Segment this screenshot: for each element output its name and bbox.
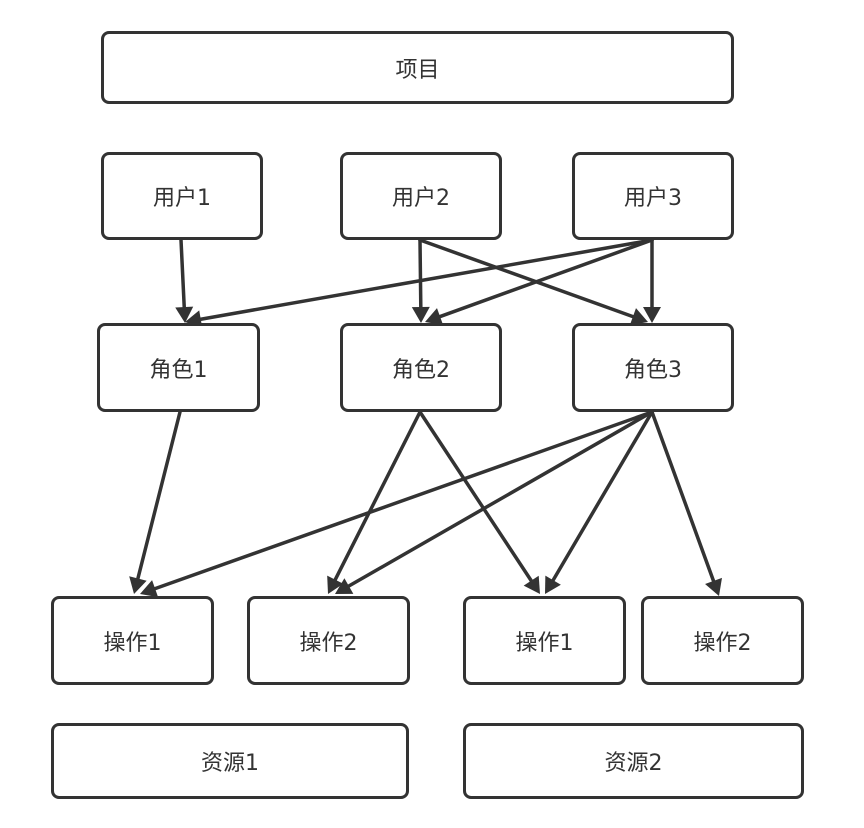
role-1-label: 角色1 [149,357,208,383]
operation-1-resource-2-label: 操作1 [515,630,574,656]
operation-2-resource-2-box: 操作2 [641,596,804,685]
resource-2-label: 资源2 [604,751,663,776]
role-3-label: 角色3 [624,357,682,383]
arrowhead-role1-to-op1a [129,576,147,594]
arrowhead-user3-to-role3 [643,307,661,323]
resource-1-box: 资源1 [51,723,409,799]
role-2-box: 角色2 [340,323,502,412]
operation-1-resource-1-box: 操作1 [51,596,214,685]
arrowhead-role2-to-op1b [523,575,540,594]
arrowhead-role3-to-op1b [545,575,561,594]
role-1-box: 角色1 [97,323,260,412]
operation-2-resource-1-box: 操作2 [247,596,410,685]
edge-role1-to-op1a [136,410,182,581]
operation-1-resource-1-label: 操作1 [103,630,162,656]
arrowhead-role3-to-op1a [140,580,159,598]
resource-2-box: 资源2 [463,723,804,799]
arrowhead-user1-to-role1 [175,306,194,323]
edge-user1-to-role1 [179,238,186,309]
operation-2-resource-1-label: 操作2 [299,630,358,656]
arrowhead-role3-to-op2b [705,577,722,596]
arrowhead-role3-to-op2a [335,578,354,594]
edge-role3-to-op2b [650,410,716,583]
operation-1-resource-2-box: 操作1 [463,596,626,685]
user-2-box: 用户2 [340,152,502,240]
arrowhead-role2-to-op2a [327,575,344,594]
edge-role2-to-op2a [333,410,422,582]
edge-user3-to-role1 [199,238,654,321]
resource-1-label: 资源1 [201,751,259,776]
edge-role3-to-op2a [347,410,654,588]
edge-role2-to-op1b [418,410,533,583]
edge-user3-to-role2 [438,238,654,319]
arrowhead-user3-to-role2 [425,308,444,326]
edge-role3-to-op1a [153,410,654,591]
edge-user2-to-role3 [418,238,635,319]
user-1-label: 用户1 [153,186,211,211]
user-2-label: 用户2 [392,186,450,211]
user-1-box: 用户1 [101,152,263,240]
arrowhead-user2-to-role2 [411,306,430,323]
edge-role3-to-op1b [551,410,654,582]
project-box: 项目 [101,31,734,104]
user-3-label: 用户3 [624,186,682,211]
operation-2-resource-2-label: 操作2 [693,630,752,656]
project-label: 项目 [395,57,440,83]
edge-user2-to-role2 [418,238,423,309]
role-3-box: 角色3 [572,323,734,412]
user-3-box: 用户3 [572,152,734,240]
arrowhead-user2-to-role3 [629,308,648,326]
role-2-label: 角色2 [392,357,450,383]
